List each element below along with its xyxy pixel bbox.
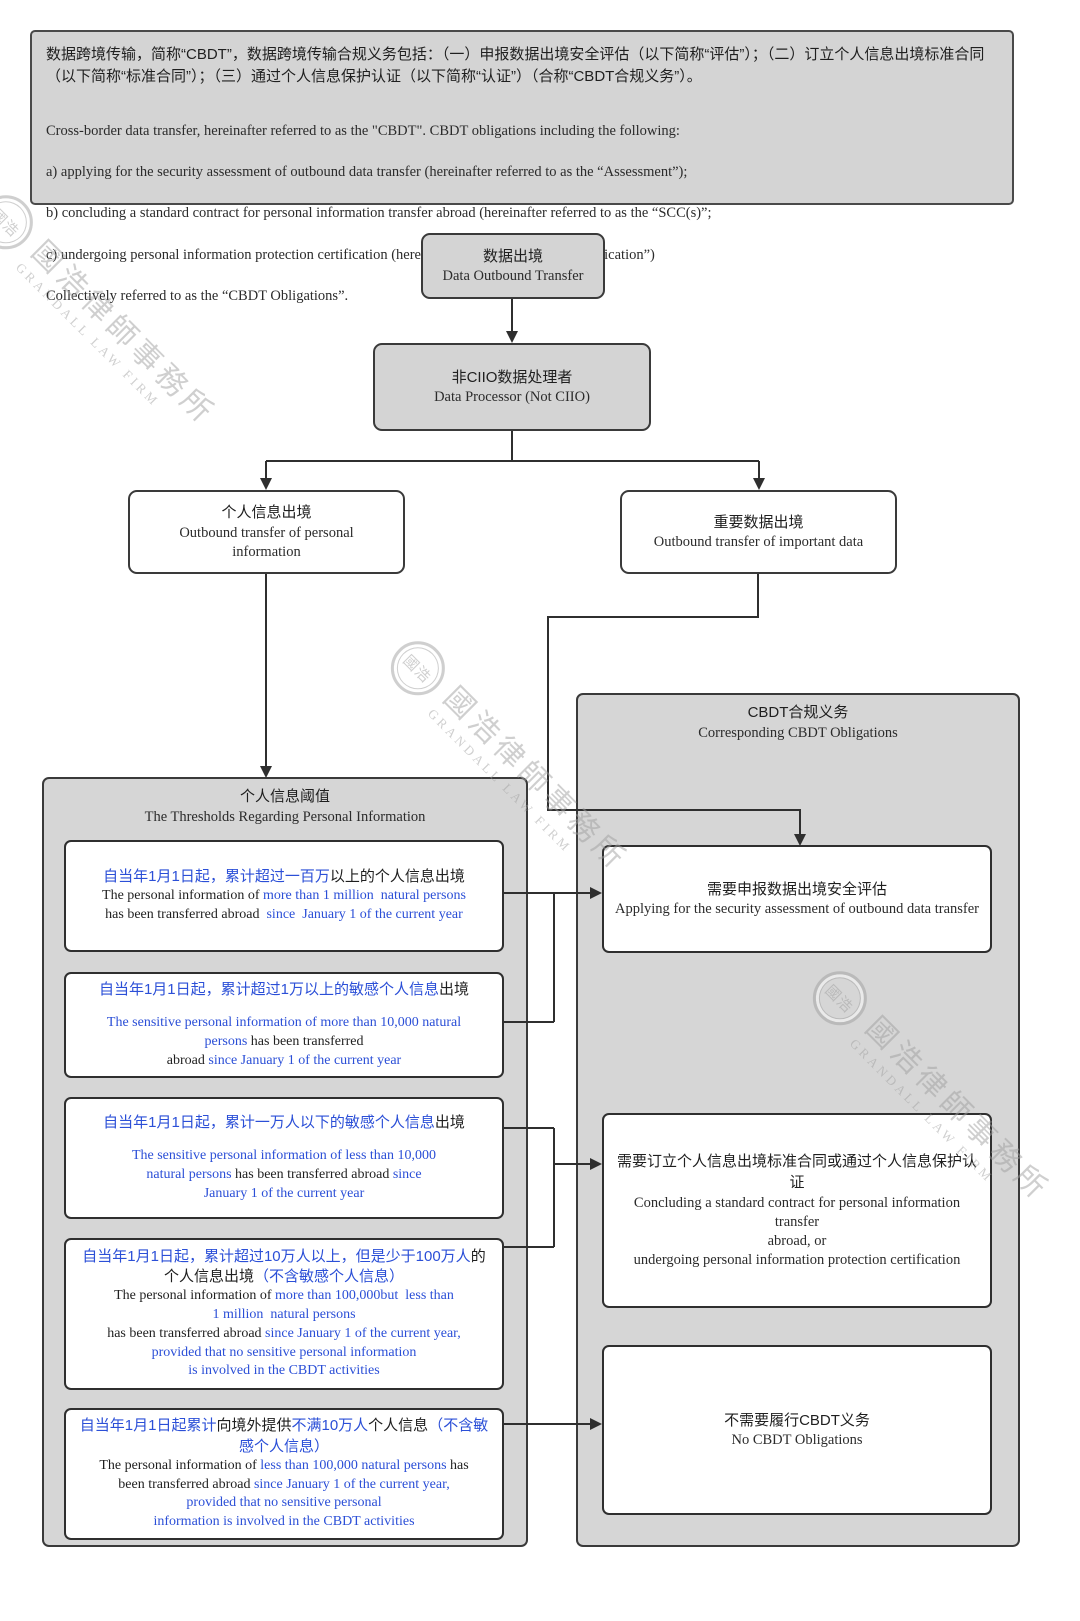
node-data-processor: 非CIIO数据处理者 Data Processor (Not CIIO) <box>373 343 651 431</box>
header-note-en-line: Collectively referred to as the “CBDT Ob… <box>46 287 349 304</box>
node-personal-info-outbound-en: Outbound transfer of personal informatio… <box>179 524 354 560</box>
obligation-scc-zh: 需要订立个人信息出境标准合同或通过个人信息保护认证 <box>616 1152 977 1192</box>
node-data-processor-zh: 非CIIO数据处理者 <box>451 368 573 386</box>
obligation-scc-en: Concluding a standard contract for perso… <box>633 1195 961 1269</box>
header-note-en-line: b) concluding a standard contract for pe… <box>46 205 712 222</box>
node-data-outbound: 数据出境 Data Outbound Transfer <box>421 233 605 299</box>
obligation-box-no-obligation: 不需要履行CBDT义务 No CBDT Obligations <box>602 1345 992 1515</box>
threshold-100k-to-1m-en: The personal information of more than 10… <box>107 1288 461 1379</box>
panel-thresholds-title-zh: 个人信息阈值 <box>239 788 330 805</box>
header-note-en-line: Cross-border data transfer, hereinafter … <box>46 123 680 140</box>
header-note: 数据跨境传输，简称“CBDT”，数据跨境传输合规义务包括：（一）申报数据出境安全… <box>30 30 1014 304</box>
threshold-100k-to-1m-zh: 自当年1月1日起，累计超过10万人以上，但是少于100万人的 个人信息出境（不含… <box>82 1247 486 1286</box>
node-personal-info-outbound-zh: 个人信息出境 <box>221 504 312 521</box>
node-data-outbound-en: Data Outbound Transfer <box>442 268 584 285</box>
header-note-zh: 数据跨境传输，简称“CBDT”，数据跨境传输合规义务包括：（一）申报数据出境安全… <box>46 46 985 85</box>
obligation-assessment-en: Applying for the security assessment of … <box>614 901 980 918</box>
threshold-box-under-100k: 自当年1月1日起累计向境外提供不满10万人个人信息（不含敏 感个人信息） The… <box>64 1408 504 1540</box>
threshold-box-sensitive-under-10k: 自当年1月1日起，累计一万人以下的敏感个人信息出境 The sensitive … <box>64 1097 504 1219</box>
obligation-none-en: No CBDT Obligations <box>731 1432 863 1449</box>
panel-obligations-title-zh: CBDT合规义务 <box>747 704 849 721</box>
node-data-outbound-zh: 数据出境 <box>482 247 543 265</box>
threshold-sensitive-under-10k-en: The sensitive personal information of le… <box>131 1148 437 1201</box>
threshold-box-over-1m: 自当年1月1日起，累计超过一百万以上的个人信息出境 The personal i… <box>64 840 504 952</box>
threshold-sensitive-under-10k-zh: 自当年1月1日起，累计一万人以下的敏感个人信息出境 <box>103 1113 465 1131</box>
threshold-box-sensitive-over-10k: 自当年1月1日起，累计超过1万以上的敏感个人信息出境 The sensitive… <box>64 972 504 1078</box>
node-data-processor-en: Data Processor (Not CIIO) <box>434 389 590 406</box>
threshold-sensitive-over-10k-en: The sensitive personal information of mo… <box>106 1015 462 1068</box>
threshold-over-1m-en: The personal information of more than 1 … <box>102 888 466 923</box>
node-important-data-outbound-en: Outbound transfer of important data <box>653 534 864 551</box>
obligation-box-assessment: 需要申报数据出境安全评估 Applying for the security a… <box>602 845 992 953</box>
obligation-assessment-zh: 需要申报数据出境安全评估 <box>706 880 887 898</box>
threshold-over-1m-zh: 自当年1月1日起，累计超过一百万以上的个人信息出境 <box>103 868 465 886</box>
node-personal-info-outbound: 个人信息出境 Outbound transfer of personal inf… <box>128 490 405 574</box>
threshold-box-100k-to-1m: 自当年1月1日起，累计超过10万人以上，但是少于100万人的 个人信息出境（不含… <box>64 1238 504 1390</box>
node-important-data-outbound: 重要数据出境 Outbound transfer of important da… <box>620 490 897 574</box>
panel-obligations-title: CBDT合规义务 Corresponding CBDT Obligations <box>578 695 1018 743</box>
obligation-box-scc-or-certification: 需要订立个人信息出境标准合同或通过个人信息保护认证 Concluding a s… <box>602 1113 992 1308</box>
node-important-data-outbound-zh: 重要数据出境 <box>713 513 804 531</box>
threshold-under-100k-zh: 自当年1月1日起累计向境外提供不满10万人个人信息（不含敏 感个人信息） <box>79 1417 489 1455</box>
obligation-none-zh: 不需要履行CBDT义务 <box>724 1411 870 1429</box>
grandall-seal-icon: 國浩 <box>379 630 457 707</box>
header-note-en-line: a) applying for the security assessment … <box>46 164 688 181</box>
panel-obligations-title-en: Corresponding CBDT Obligations <box>698 724 898 741</box>
threshold-under-100k-en: The personal information of less than 10… <box>99 1457 469 1529</box>
panel-thresholds-title: 个人信息阈值 The Thresholds Regarding Personal… <box>44 779 526 827</box>
threshold-sensitive-over-10k-zh: 自当年1月1日起，累计超过1万以上的敏感个人信息出境 <box>98 980 470 998</box>
panel-thresholds-title-en: The Thresholds Regarding Personal Inform… <box>144 808 426 825</box>
